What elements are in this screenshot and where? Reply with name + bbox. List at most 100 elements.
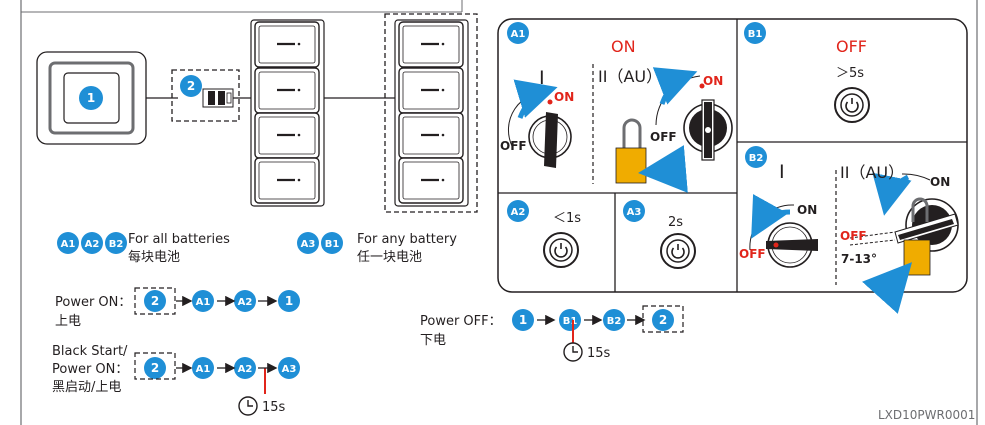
b1-title: OFF bbox=[836, 37, 867, 56]
black-start-cn-label: 黑启动/上电 bbox=[52, 380, 121, 395]
badge-circle bbox=[559, 309, 581, 331]
badge-label: A2 bbox=[238, 297, 253, 308]
badge-two: 2 bbox=[652, 309, 674, 331]
wait-time-label: 15s bbox=[587, 346, 611, 361]
badge-label: A3 bbox=[301, 239, 316, 250]
badge-circle bbox=[512, 309, 534, 331]
badge-label: 2 bbox=[151, 294, 159, 308]
badge-label: 1 bbox=[519, 313, 527, 327]
power-on-cn-label: 上电 bbox=[55, 314, 81, 329]
badge-label: A1 bbox=[511, 29, 526, 40]
badge-a2: A2 bbox=[234, 290, 256, 312]
badge-b2: B2 bbox=[745, 146, 767, 168]
b2-switch-type-i bbox=[749, 194, 818, 268]
badge-a1: A1 bbox=[57, 232, 79, 254]
a1-switch-type-ii bbox=[615, 67, 733, 193]
b2-roman-ii: II（AU） bbox=[840, 163, 904, 182]
badge-label: 2 bbox=[187, 79, 195, 93]
badge-circle bbox=[623, 200, 645, 222]
badge-a2: A2 bbox=[507, 200, 529, 222]
badge-label: A3 bbox=[282, 364, 297, 375]
badge-a3: A3 bbox=[297, 232, 319, 254]
badge-one: 1 bbox=[512, 309, 534, 331]
b2-on-label: ON bbox=[797, 203, 817, 217]
badge-label: A3 bbox=[627, 207, 642, 218]
a1-on-label: ON bbox=[554, 90, 574, 104]
battery-stack-1 bbox=[250, 19, 325, 207]
badge-circle bbox=[321, 232, 343, 254]
a1-switch-type-i bbox=[508, 79, 572, 168]
badge-one: 1 bbox=[278, 290, 300, 312]
flow-box bbox=[134, 287, 176, 315]
badge-circle bbox=[192, 290, 214, 312]
badge-circle bbox=[234, 357, 256, 379]
power-button-icon bbox=[660, 233, 696, 269]
badge-a1: A1 bbox=[507, 22, 529, 44]
badge-circle bbox=[57, 232, 79, 254]
badge-circle bbox=[192, 357, 214, 379]
badge-label: 1 bbox=[87, 91, 95, 105]
badge-label: 2 bbox=[151, 361, 159, 375]
black-start-label: Black Start/ bbox=[52, 344, 128, 359]
flow-arrows bbox=[176, 295, 646, 374]
b2-off-label: OFF bbox=[739, 247, 766, 261]
badge-two: 2 bbox=[144, 357, 166, 379]
badge-a2: A2 bbox=[81, 232, 103, 254]
power-button-icon bbox=[543, 232, 579, 268]
badge-a3: A3 bbox=[278, 357, 300, 379]
a1-off-label-2: OFF bbox=[650, 130, 677, 144]
badge-label: A1 bbox=[61, 239, 76, 250]
power-button-icon bbox=[834, 87, 870, 123]
rotary-switch-icon bbox=[544, 112, 558, 168]
badge-circle bbox=[79, 86, 103, 110]
b2-angle-label: 7-13° bbox=[841, 252, 877, 266]
badge-circle bbox=[180, 75, 202, 97]
badge-circle bbox=[144, 357, 166, 379]
breaker-switch-icon bbox=[171, 69, 240, 122]
b2-switch-type-ii bbox=[849, 172, 959, 314]
a3-hold-time: 2s bbox=[668, 215, 683, 230]
badge-label: A2 bbox=[511, 207, 526, 218]
badge-label: B2 bbox=[607, 316, 622, 327]
black-start-label-2: Power ON： bbox=[52, 362, 128, 377]
b2-roman-i: I bbox=[779, 161, 785, 183]
clock-icon bbox=[563, 342, 583, 362]
legend-any-en: For any battery bbox=[357, 232, 457, 247]
badge-label: B1 bbox=[563, 316, 578, 327]
a1-title: ON bbox=[611, 37, 636, 56]
a1-on-label-2: ON bbox=[703, 74, 723, 88]
battery-stack-2 bbox=[384, 13, 478, 213]
a1-roman-i: I bbox=[539, 67, 545, 89]
badge-circle bbox=[234, 290, 256, 312]
legend-all-cn: 每块电池 bbox=[128, 249, 180, 265]
a1-off-label: OFF bbox=[500, 139, 527, 153]
badge-circle bbox=[297, 232, 319, 254]
badge-circle bbox=[81, 232, 103, 254]
badge-label: B2 bbox=[109, 239, 124, 250]
badge-circle bbox=[278, 290, 300, 312]
badge-two: 2 bbox=[180, 75, 202, 97]
badge-a1: A1 bbox=[192, 357, 214, 379]
b1-hold-time: ＞5s bbox=[836, 66, 864, 81]
badge-label: B1 bbox=[325, 239, 340, 250]
legend-any-cn: 任一块电池 bbox=[357, 250, 422, 265]
badge-one: 1 bbox=[79, 86, 103, 110]
badge-label: A2 bbox=[85, 239, 100, 250]
a2-hold-time: ＜1s bbox=[553, 211, 581, 226]
badge-circle bbox=[144, 290, 166, 312]
badge-label: A1 bbox=[196, 297, 211, 308]
legend-all-en: For all batteries bbox=[128, 232, 230, 247]
wait-time-label: 15s bbox=[262, 400, 286, 415]
flow-box bbox=[642, 305, 684, 333]
badge-b1: B1 bbox=[559, 309, 581, 331]
badge-circle bbox=[603, 309, 625, 331]
badge-a3: A3 bbox=[623, 200, 645, 222]
badge-circle bbox=[744, 22, 766, 44]
document-code: LXD10PWR0001 bbox=[878, 408, 975, 422]
a1-roman-ii: II（AU） bbox=[598, 67, 662, 86]
badge-circle bbox=[278, 357, 300, 379]
badge-b2: B2 bbox=[105, 232, 127, 254]
badge-circle bbox=[652, 309, 674, 331]
